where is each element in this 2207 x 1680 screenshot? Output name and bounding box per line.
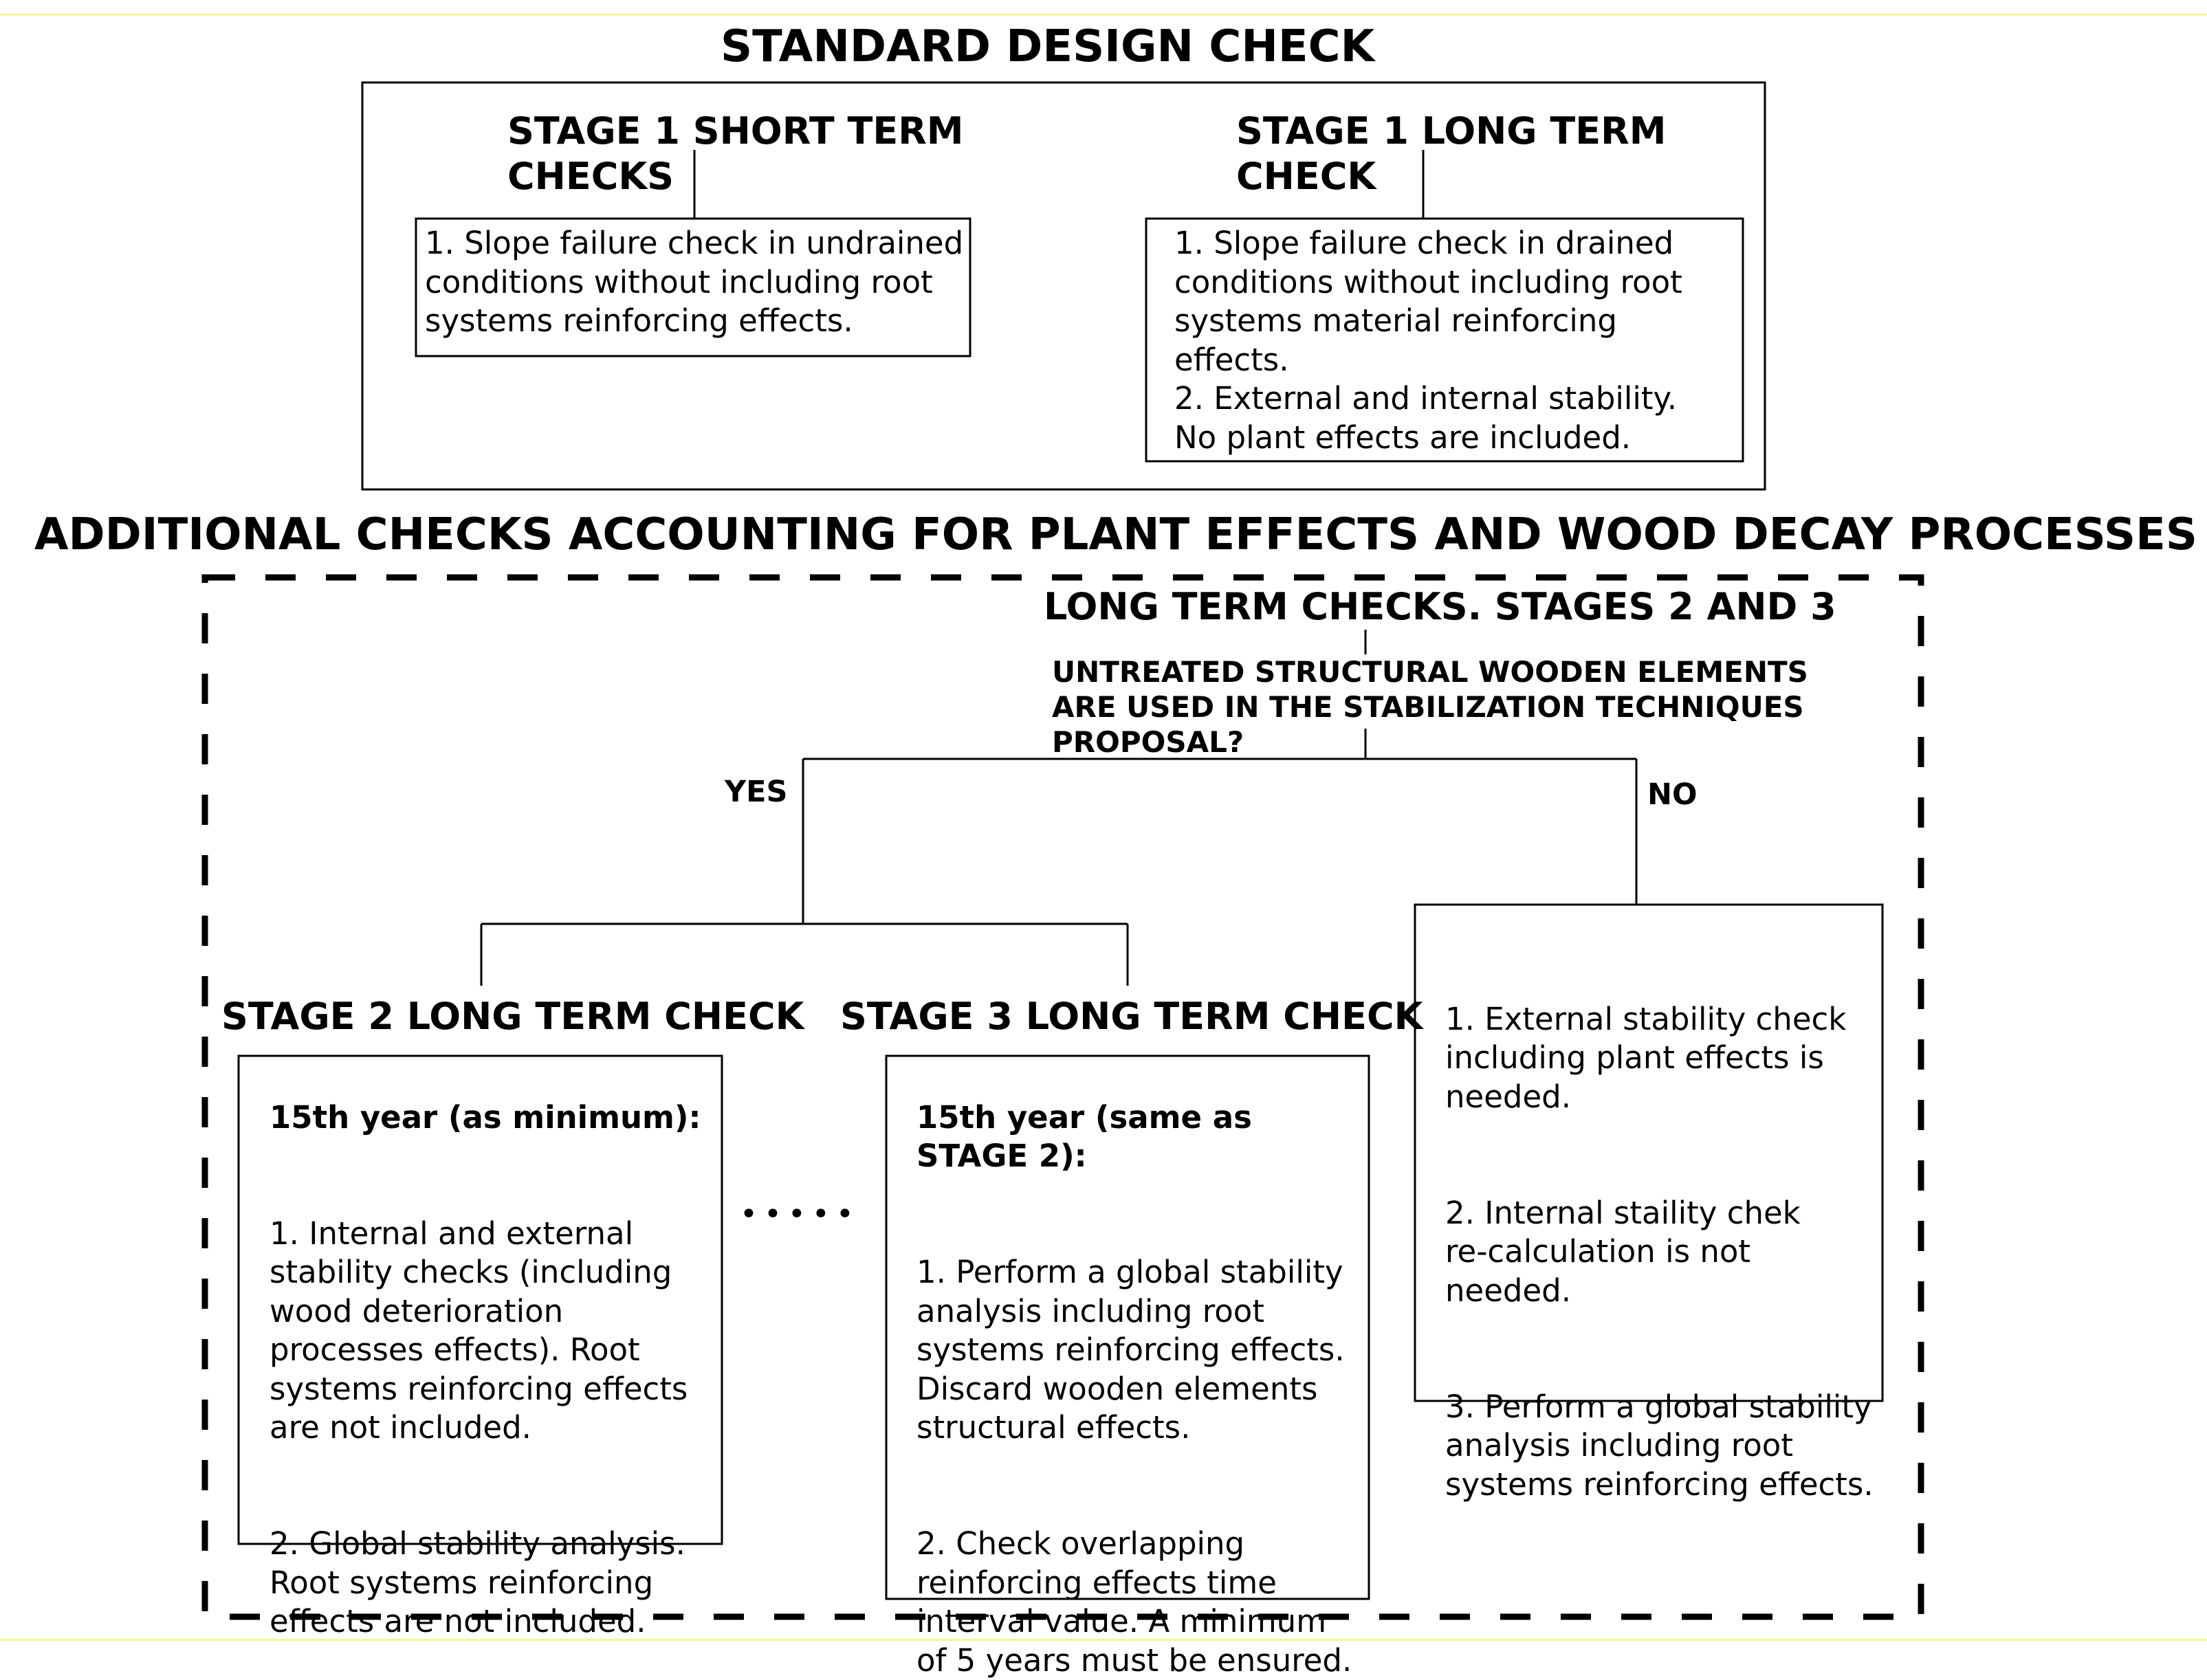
stage3-item1: 1. Perform a global stability analysis i…: [916, 1254, 1345, 1446]
stage1-short-text: 1. Slope failure check in undrained cond…: [425, 225, 964, 339]
stage2-heading: 15th year (as minimum):: [270, 1098, 701, 1136]
stage1-long-box: [1145, 217, 1744, 463]
no-branch-item3: 3. Perform a global stability analysis i…: [1445, 1388, 1874, 1503]
wooden-elements-question: UNTREATED STRUCTURAL WOODEN ELEMENTS ARE…: [1052, 655, 1808, 759]
bottom-border-line: [0, 1639, 2207, 1641]
no-branch-box: [1414, 903, 1884, 1402]
stage3-item2: 2. Check overlapping reinforcing effects…: [916, 1525, 1352, 1679]
no-label: NO: [1647, 777, 1698, 812]
no-branch-content: 1. External stability check including pl…: [1445, 961, 1874, 1504]
stage2-item1: 1. Internal and external stability check…: [270, 1215, 688, 1446]
stage3-content: 15th year (same as STAGE 2): 1. Perform …: [916, 1059, 1352, 1680]
stage2-title: STAGE 2 LONG TERM CHECK: [221, 995, 804, 1038]
stage1-long-text: 1. Slope failure check in drained condit…: [1174, 225, 1682, 456]
continuation-dots: •••••: [740, 1197, 860, 1232]
stage1-long-title: STAGE 1 LONG TERM CHECK: [1236, 109, 1667, 198]
no-branch-item1: 1. External stability check including pl…: [1445, 1000, 1847, 1115]
stage3-title: STAGE 3 LONG TERM CHECK: [840, 995, 1423, 1038]
additional-checks-frame: [201, 574, 1924, 1620]
stage2-content: 15th year (as minimum): 1. Internal and …: [270, 1059, 701, 1642]
no-branch-item2: 2. Internal staility chek re-calculation…: [1445, 1194, 1801, 1309]
standard-check-frame: [361, 81, 1766, 491]
stage2-box: [237, 1054, 723, 1545]
yes-label: YES: [725, 775, 788, 809]
stage1-short-box: [415, 217, 971, 357]
stage2-item2: 2. Global stability analysis. Root syste…: [270, 1525, 685, 1639]
additional-checks-title: ADDITIONAL CHECKS ACCOUNTING FOR PLANT E…: [34, 509, 2197, 560]
stage1-short-title: STAGE 1 SHORT TERM CHECKS: [507, 109, 964, 198]
top-border-line: [0, 14, 2207, 16]
stage3-box: [885, 1054, 1370, 1600]
stage3-heading: 15th year (same as STAGE 2):: [916, 1098, 1252, 1175]
standard-design-check-title: STANDARD DESIGN CHECK: [721, 21, 1375, 72]
long-term-checks-title: LONG TERM CHECKS. STAGES 2 AND 3: [1044, 585, 1836, 628]
